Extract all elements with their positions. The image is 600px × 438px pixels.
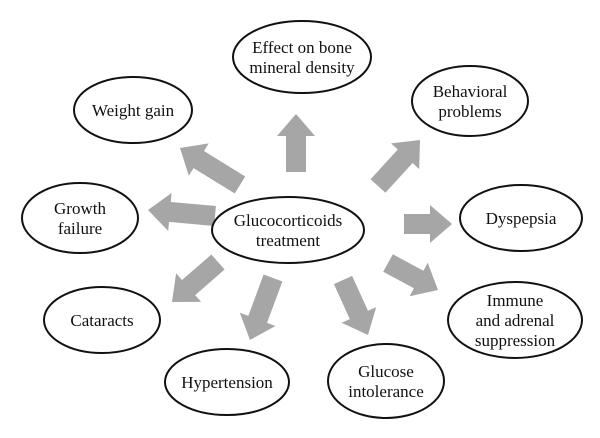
arrow-to-behavioral bbox=[370, 140, 420, 193]
center-node-glucocorticoids-ellipse bbox=[211, 196, 365, 264]
effect-node-behavioral-label-line: problems bbox=[438, 102, 501, 121]
effect-node-growth-label-line: Growth bbox=[54, 199, 106, 218]
arrow-to-hypertension bbox=[239, 274, 283, 340]
effect-node-growth-ellipse bbox=[21, 182, 139, 254]
effect-node-behavioral-ellipse bbox=[411, 65, 529, 137]
center-node-glucocorticoids-label-line: Glucocorticoids bbox=[234, 211, 343, 230]
arrow-to-dyspepsia bbox=[404, 205, 452, 243]
center-node-glucocorticoids-label-line: treatment bbox=[256, 231, 320, 250]
effect-node-immune-label-line: suppression bbox=[475, 331, 556, 350]
arrow-to-weight bbox=[180, 143, 246, 194]
effect-node-weight-ellipse bbox=[73, 76, 193, 144]
arrow-to-glucose bbox=[333, 275, 377, 335]
effect-node-bone-label-line: Effect on bone bbox=[252, 38, 352, 57]
arrow-to-growth bbox=[148, 193, 216, 231]
effect-node-glucose-label-line: intolerance bbox=[348, 382, 424, 401]
effect-node-immune-label-line: and adrenal bbox=[476, 311, 555, 330]
arrow-to-cataracts bbox=[172, 254, 225, 302]
effect-node-bone-label-line: mineral density bbox=[249, 58, 355, 77]
effect-node-growth-label-line: failure bbox=[58, 219, 102, 238]
arrow-to-bone bbox=[277, 114, 315, 172]
arrows-layer bbox=[148, 114, 452, 340]
arrow-to-immune bbox=[383, 254, 438, 297]
effect-node-dyspepsia-label-line: Dyspepsia bbox=[486, 209, 557, 228]
effect-node-dyspepsia: Dyspepsia bbox=[459, 184, 583, 252]
effect-node-immune-label-line: Immune bbox=[487, 291, 544, 310]
effect-node-weight-label-line: Weight gain bbox=[92, 101, 175, 120]
effect-node-hypertension-ellipse bbox=[164, 348, 290, 416]
effect-node-immune-ellipse bbox=[447, 281, 583, 359]
effect-node-hypertension: Hypertension bbox=[164, 348, 290, 416]
effect-node-cataracts-ellipse bbox=[43, 286, 161, 354]
effect-node-behavioral-label-line: Behavioral bbox=[433, 82, 508, 101]
effect-node-bone-ellipse bbox=[232, 20, 372, 94]
effect-node-cataracts-label-line: Cataracts bbox=[70, 311, 133, 330]
effect-node-weight: Weight gain bbox=[73, 76, 193, 144]
effect-node-cataracts: Cataracts bbox=[43, 286, 161, 354]
effect-node-hypertension-label-line: Hypertension bbox=[181, 373, 273, 392]
effect-node-dyspepsia-ellipse bbox=[459, 184, 583, 252]
effect-node-glucose-ellipse bbox=[327, 343, 445, 419]
effect-node-glucose-label-line: Glucose bbox=[358, 362, 414, 381]
